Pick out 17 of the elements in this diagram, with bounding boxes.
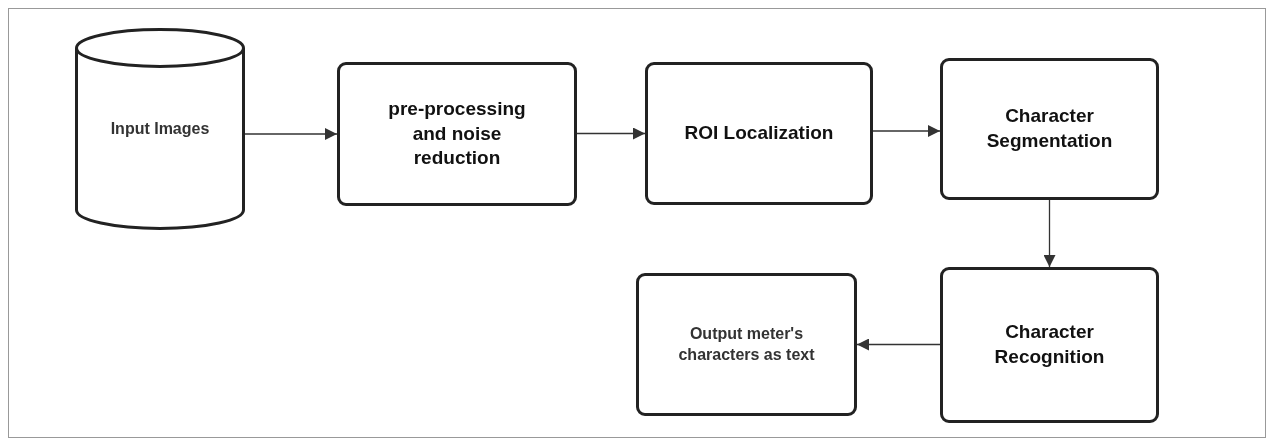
arrow — [576, 127, 646, 140]
process-box — [636, 273, 857, 416]
process-box — [337, 62, 577, 206]
node-label: ROI Localization — [683, 121, 835, 146]
arrow — [856, 338, 941, 351]
node-label: Output meter's characters as text — [677, 323, 816, 365]
process-box — [940, 58, 1159, 200]
database-cylinder — [75, 28, 245, 230]
node-label: pre-processing and noise reduction — [387, 96, 527, 171]
node-label: Character Segmentation — [985, 104, 1114, 153]
arrow — [1043, 199, 1056, 268]
arrow — [244, 128, 338, 140]
node-label: Character Recognition — [993, 320, 1106, 369]
arrow — [872, 125, 941, 137]
process-box — [645, 62, 873, 205]
node-label: Input Images — [109, 118, 211, 139]
process-box — [940, 267, 1159, 423]
